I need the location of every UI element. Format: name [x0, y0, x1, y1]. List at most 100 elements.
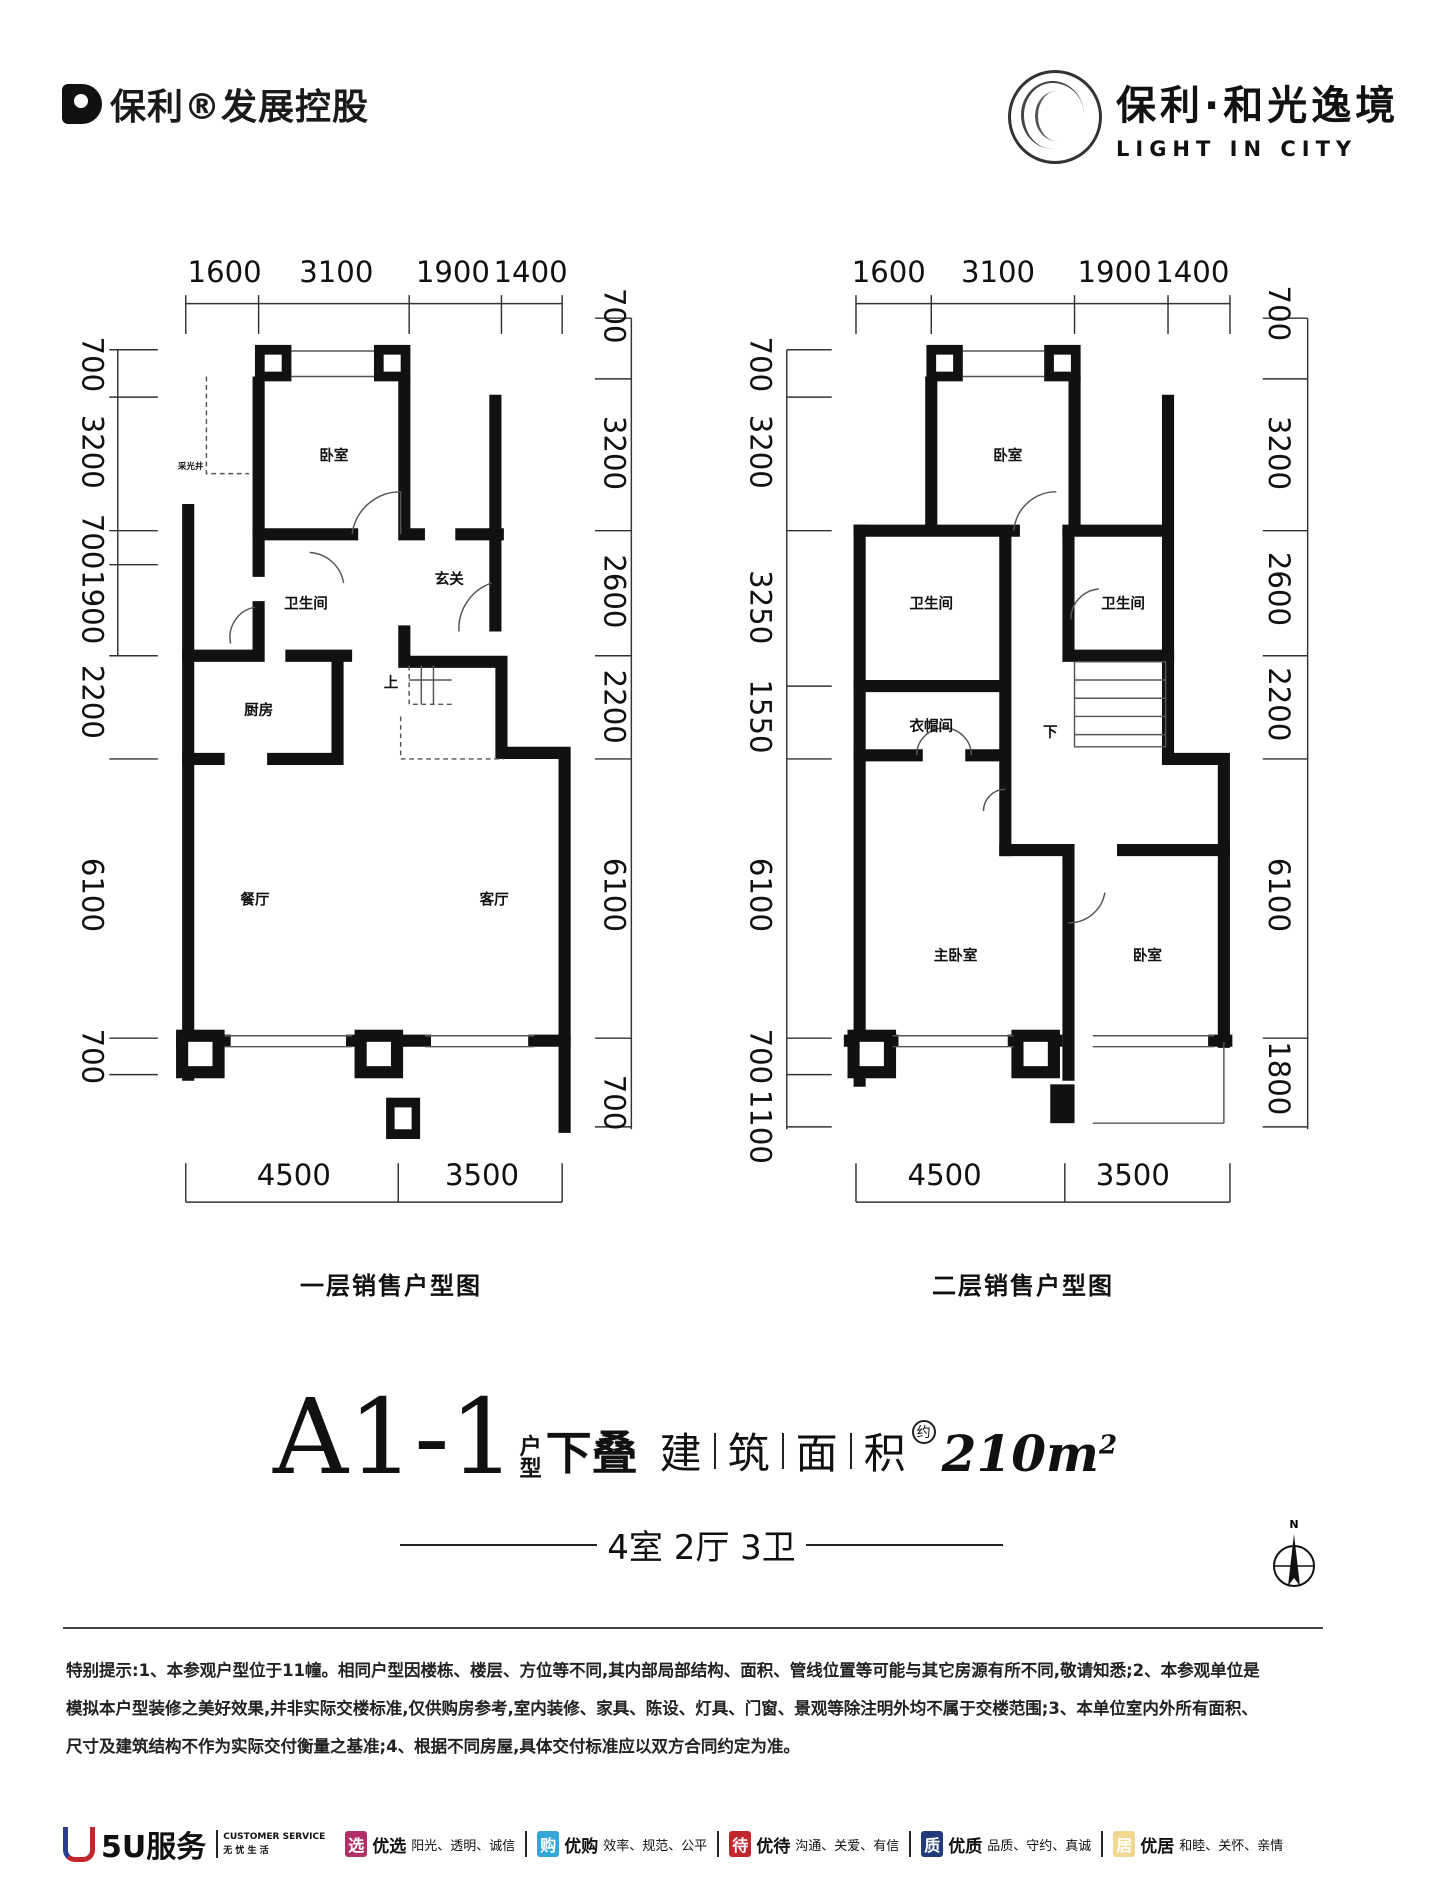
plan-1-caption: 一层销售户型图: [300, 1272, 482, 1300]
disclaimer-line: 模拟本户型装修之美好效果,并非实际交楼标准,仅供购房参考,室内装修、家具、陈设、…: [66, 1699, 1258, 1718]
dim-right: 700: [598, 1075, 632, 1131]
plan-2-dimension-labels: 1600 3100 1900 1400 4500 3500 700 3200 3…: [743, 255, 1295, 1192]
service-item: 居 优居 和睦、关怀、亲情: [1101, 1831, 1283, 1857]
room-bedroom: 卧室: [993, 446, 1023, 464]
dim-right: 1800: [1262, 1041, 1296, 1115]
dim-top: 3100: [961, 255, 1035, 289]
area-char: 积: [863, 1429, 906, 1478]
service-item-desc: 和睦、关怀、亲情: [1179, 1838, 1284, 1854]
service-item-desc: 阳光、透明、诚信: [411, 1838, 516, 1854]
dim-top: 1400: [494, 255, 568, 289]
dim-left: 700: [743, 337, 777, 393]
dim-left: 700: [76, 1029, 110, 1085]
room-bedroom: 卧室: [1133, 946, 1163, 964]
disclaimer-line: 特别提示:1、本参观户型位于11幢。相同户型因楼栋、楼层、方位等不同,其内部局部…: [66, 1661, 1260, 1680]
plan-1-windows-doors: [205, 350, 535, 1048]
5u-service-logo: 5U服务: [63, 1822, 206, 1866]
stairs-down: 下: [1043, 724, 1058, 741]
service-item: 购 优购 效率、规范、公平: [525, 1831, 707, 1857]
dim-right: 6100: [1262, 858, 1296, 932]
area-number: 210m: [941, 1424, 1099, 1483]
cs-cn: 无 忧 生 活: [223, 1846, 269, 1856]
plan-1-columns: [176, 344, 421, 1139]
dim-right: 2200: [1262, 667, 1296, 741]
unit-type-char: 户: [519, 1435, 542, 1460]
dim-bottom: 4500: [257, 1158, 331, 1192]
dim-left: 1550: [743, 679, 777, 753]
plan-1-room-labels: 卧室 卫生间 玄关 厨房 上 餐厅 客厅 采光井: [177, 446, 509, 908]
service-item-name: 优待: [756, 1836, 791, 1857]
dim-left: 6100: [76, 858, 110, 932]
compass-north: N: [1289, 1518, 1298, 1531]
unit-title: A1-1 户 型 下叠 建 筑 面 积 约 210m2: [273, 1385, 1117, 1489]
dim-top: 1900: [416, 255, 490, 289]
room-bathroom: 卫生间: [1101, 594, 1145, 612]
dim-left: 3200: [743, 415, 777, 489]
service-item: 选 优选 阳光、透明、诚信: [335, 1831, 515, 1857]
plan-2-walls: [843, 376, 1233, 1087]
dim-bottom: 4500: [908, 1158, 982, 1192]
stack-type: 下叠: [545, 1426, 638, 1480]
plan-2-windows-doors: [892, 350, 1225, 1124]
disclaimer: 特别提示:1、本参观户型位于11幢。相同户型因楼栋、楼层、方位等不同,其内部局部…: [66, 1652, 1336, 1766]
service-badge-icon: 选: [345, 1831, 368, 1857]
light-in-city-logo: 保利·和光逸境 LIGHT IN CITY: [1008, 70, 1399, 164]
room-count-text: 4室 2厅 3卫: [607, 1528, 796, 1568]
area-char: 建: [659, 1429, 702, 1478]
room-foyer: 玄关: [435, 570, 465, 588]
area-label: 建 筑 面 积 约: [660, 1420, 942, 1481]
stairs-up: 上: [384, 674, 399, 691]
dim-left: 1100: [743, 1090, 777, 1164]
dim-top: 1600: [188, 255, 262, 289]
customer-service-label: CUSTOMER SERVICE 无 忧 生 活: [216, 1830, 325, 1858]
dim-left: 1900: [76, 570, 110, 644]
divider: [63, 1627, 1323, 1629]
dim-top: 1600: [852, 255, 926, 289]
dim-left: 700: [76, 514, 110, 570]
approx-badge: 约: [911, 1420, 936, 1444]
brand-right-cn: 保利·和光逸境: [1116, 83, 1400, 129]
service-item-name: 优购: [564, 1836, 599, 1857]
dim-left: 3200: [76, 415, 110, 489]
brand-left-text: 保利®发展控股: [110, 87, 370, 128]
area-char: 面: [795, 1429, 838, 1478]
room-bathroom: 卫生间: [284, 594, 328, 612]
area-char: 筑: [727, 1429, 770, 1478]
unit-type-label: 户 型: [520, 1437, 542, 1481]
service-item: 待 优待 沟通、关爱、有信: [717, 1831, 899, 1857]
unit-type-char: 型: [519, 1457, 542, 1482]
dim-right: 700: [598, 288, 632, 344]
dim-bottom: 3500: [445, 1158, 519, 1192]
plan-2-room-labels: 卧室 卫生间 卫生间 衣帽间 下 主卧室 卧室: [909, 446, 1162, 964]
room-bedroom: 卧室: [319, 446, 349, 464]
dim-right: 3200: [598, 416, 632, 490]
area-superscript: 2: [1098, 1430, 1118, 1461]
service-item-desc: 沟通、关爱、有信: [795, 1838, 900, 1854]
plan-2-caption: 二层销售户型图: [932, 1272, 1114, 1300]
plan-1-dimension-labels: 1600 3100 1900 1400 4500 3500 700 3200 7…: [76, 255, 632, 1192]
dim-top: 3100: [299, 255, 373, 289]
service-item-name: 优质: [948, 1836, 983, 1857]
room-master-bedroom: 主卧室: [934, 946, 978, 964]
dim-right: 2600: [598, 554, 632, 628]
service-item-name: 优居: [1140, 1836, 1175, 1857]
room-bathroom: 卫生间: [909, 594, 953, 612]
service-footer: 5U服务 CUSTOMER SERVICE 无 忧 生 活 选 优选 阳光、透明…: [63, 1822, 1283, 1866]
dim-right: 2600: [1262, 552, 1296, 626]
dim-top: 1400: [1155, 255, 1229, 289]
room-living: 客厅: [479, 891, 510, 909]
room-kitchen: 厨房: [244, 701, 273, 719]
plan-1-walls: [176, 376, 571, 1133]
compass-icon: N: [1272, 1516, 1316, 1602]
unit-code: A1-1: [273, 1376, 516, 1498]
brand-right-en: LIGHT IN CITY: [1116, 137, 1358, 161]
service-item: 质 优质 品质、守约、真诚: [909, 1831, 1091, 1857]
poly-logo-icon: [62, 84, 102, 124]
cs-en: CUSTOMER SERVICE: [223, 1832, 326, 1842]
dim-right: 3200: [1262, 416, 1296, 490]
room-count: 4室 2厅 3卫: [400, 1520, 1004, 1569]
service-badge-icon: 购: [537, 1831, 560, 1857]
u-logo-icon: [63, 1826, 95, 1862]
service-name: 5U服务: [101, 1830, 207, 1865]
